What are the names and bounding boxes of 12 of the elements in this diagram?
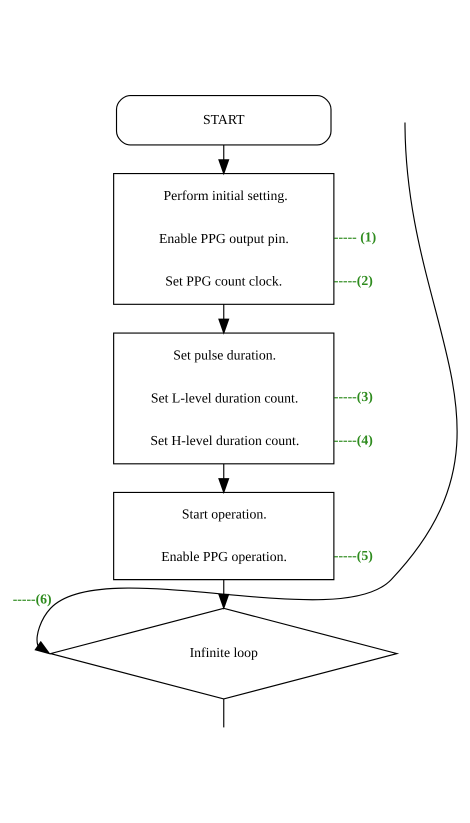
node-box: Perform initial setting. Enable PPG output pin. Set PPG count clock. <box>113 172 334 304</box>
node-box: Set pulse duration. Set L-level duration count. Set H-level duration count. <box>113 332 334 464</box>
node-diamond: Infinite loop <box>48 607 400 699</box>
arrow <box>218 304 230 334</box>
connector <box>223 698 224 727</box>
arrow <box>218 579 230 610</box>
arrow <box>218 463 230 494</box>
node-label: -----(6) <box>12 590 52 606</box>
arrow <box>218 144 230 175</box>
arrow <box>34 122 458 654</box>
node-box: START <box>116 94 332 145</box>
node-box: Start operation. Enable PPG operation. <box>113 491 334 580</box>
